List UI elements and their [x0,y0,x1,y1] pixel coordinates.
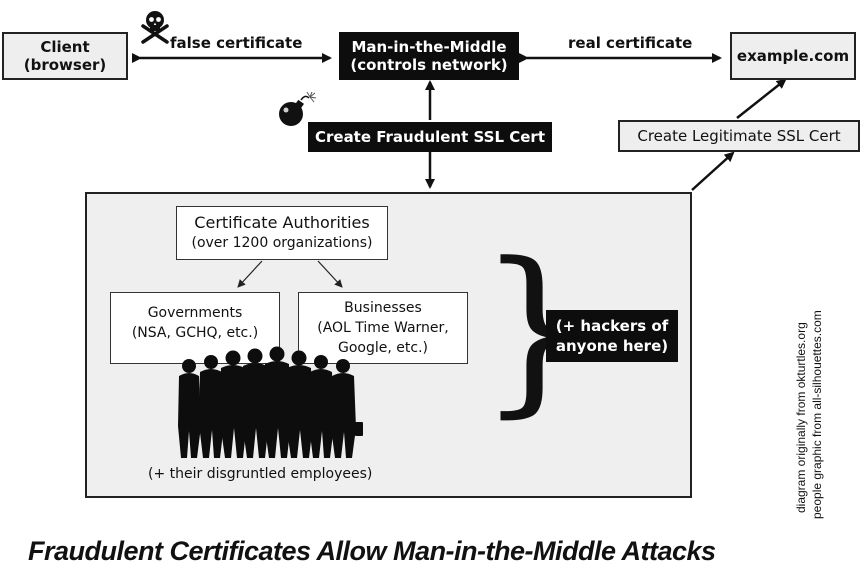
credit-line-2: people graphic from all-silhouettes.com [810,310,824,519]
businesses-label: Businesses [344,300,422,316]
diagram-title: Fraudulent Certificates Allow Man-in-the… [28,536,716,566]
governments-sublabel: (NSA, GCHQ, etc.) [131,325,259,341]
legitimate-cert-box: Create Legitimate SSL Cert [618,120,860,152]
client-sublabel: (browser) [23,56,107,74]
example-box: example.com [730,32,856,80]
example-label: example.com [736,47,850,65]
client-label: Client [40,38,90,56]
governments-label: Governments [147,305,243,321]
businesses-sublabel-2: Google, etc.) [338,340,428,356]
businesses-sublabel-1: (AOL Time Warner, [317,320,449,336]
false-certificate-label: false certificate [170,34,303,52]
mitm-box: Man-in-the-Middle (controls network) [339,32,519,80]
hackers-label: (+ hackers of [555,317,669,335]
fraudulent-cert-label: Create Fraudulent SSL Cert [314,128,546,146]
employees-label: (+ their disgruntled employees) [148,466,373,482]
ca-label: Certificate Authorities [194,213,370,232]
ca-sublabel: (over 1200 organizations) [191,235,373,251]
mitm-sublabel: (controls network) [350,56,508,74]
bomb-icon [279,92,317,126]
businesses-box: Businesses (AOL Time Warner, Google, etc… [298,292,468,364]
mitm-label: Man-in-the-Middle [351,38,507,56]
skull-crossbones-icon [141,11,169,44]
ca-box: Certificate Authorities (over 1200 organ… [176,206,388,260]
hackers-sublabel: anyone here) [555,337,669,355]
arrow-panel-legit [691,151,735,191]
arrow-legit-example [736,78,787,119]
credit-text: diagram originally from okturtles.org pe… [790,245,830,525]
fraudulent-cert-box: Create Fraudulent SSL Cert [308,122,552,152]
real-certificate-label: real certificate [568,34,693,52]
client-box: Client (browser) [2,32,128,80]
people-silhouette [178,346,363,458]
hackers-box: (+ hackers of anyone here) [546,310,678,362]
credit-line-1: diagram originally from okturtles.org [794,322,808,513]
legitimate-cert-label: Create Legitimate SSL Cert [637,127,841,145]
